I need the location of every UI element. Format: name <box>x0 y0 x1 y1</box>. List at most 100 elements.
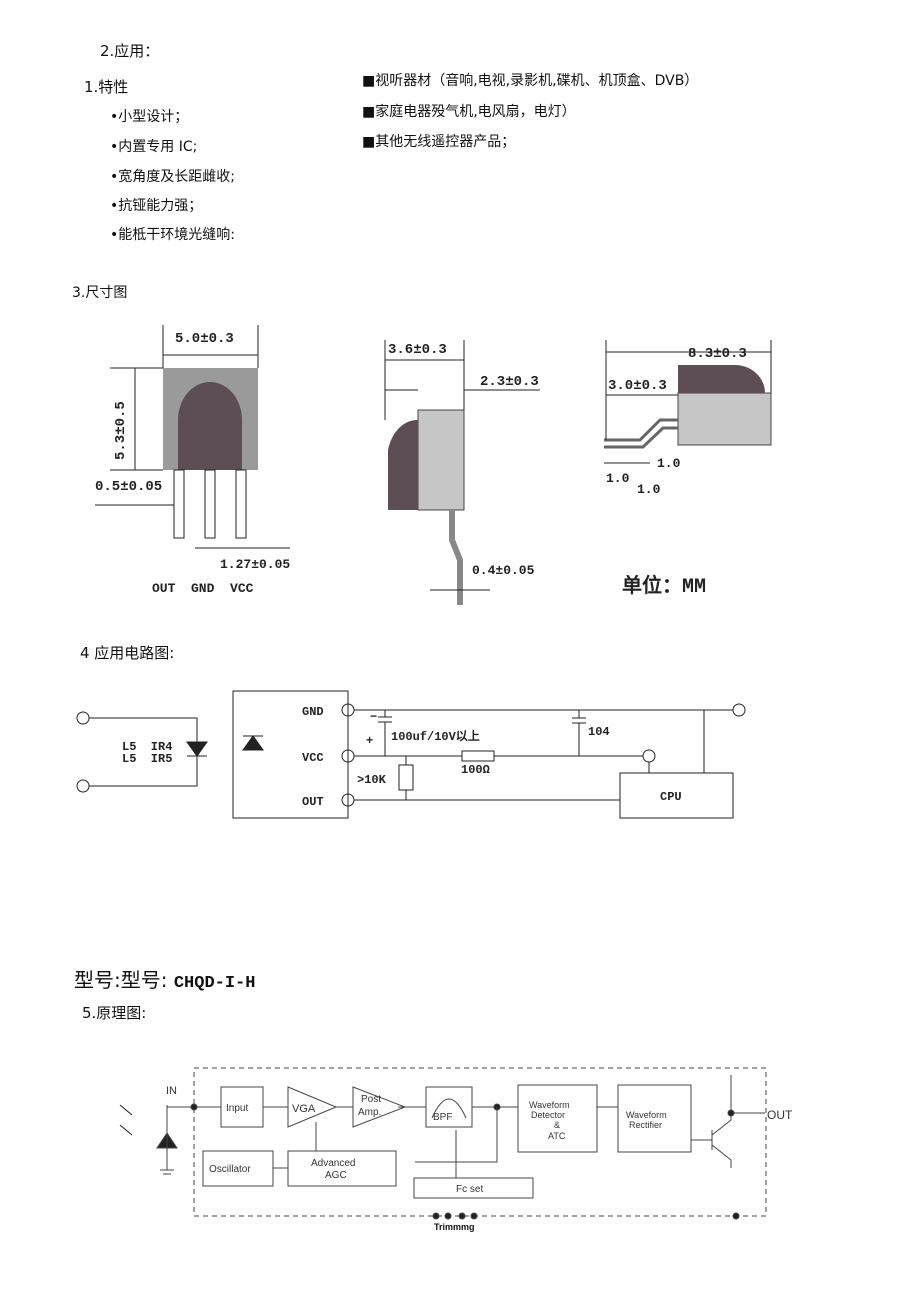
diagram-shape <box>417 409 465 511</box>
post-amp-block-2: Amp. <box>358 1107 381 1118</box>
pin-gnd: GND <box>302 705 324 719</box>
diagram-shape <box>352 1086 407 1128</box>
pin-out: OUT <box>302 795 324 809</box>
rectifier-block-2: Rectifier <box>629 1120 662 1130</box>
diagram-shape <box>431 1098 467 1119</box>
agc-block-2: AGC <box>325 1170 347 1181</box>
dim-side-depth: 3.6±0.3 <box>388 342 447 358</box>
diagram-shape <box>235 469 247 539</box>
diagram-shape <box>190 1103 198 1111</box>
diagram-shape <box>619 772 734 819</box>
oscillator-block: Oscillator <box>209 1164 251 1175</box>
vga-block: VGA <box>292 1103 316 1115</box>
cpu-label: CPU <box>660 790 682 804</box>
diagram-shape <box>388 419 418 510</box>
pin-labels: OUT GND VCC <box>152 581 254 596</box>
led-label-1: L5 IR4 <box>122 740 172 754</box>
front-lens <box>178 382 242 470</box>
led-label-2: L5 IR5 <box>122 752 172 766</box>
input-block: Input <box>226 1103 248 1114</box>
detector-block-4: ATC <box>548 1131 566 1141</box>
diagram-shape <box>617 1084 692 1153</box>
model-line: 型号:型号: CHQD-I-H <box>74 964 255 993</box>
application-item: ■家庭电器殁气机,电风扇，电灯） <box>362 104 576 120</box>
application-circuit: L5 IR4 L5 IR5 GND VCC OUT − + 100uf/10V以… <box>76 690 746 819</box>
features-heading: 1.特性 <box>84 78 129 96</box>
feature-item: •内置专用 IC; <box>110 139 198 155</box>
diagram-shape <box>470 1212 478 1220</box>
diagram-shape <box>432 1212 440 1220</box>
diagram-shape <box>727 1109 735 1117</box>
diagram-shape <box>119 1104 133 1136</box>
pullup-label: >10K <box>357 773 387 787</box>
model-value: CHQD-I-H <box>173 974 256 993</box>
application-item: ■视听器材（音响,电视,录影机,碟机、机顶盒、DVB） <box>362 73 699 89</box>
diagram-shape <box>204 469 216 539</box>
diagram-shape <box>732 1212 740 1220</box>
diagram-shape <box>444 1212 452 1220</box>
application-heading: 2.应用： <box>100 42 160 60</box>
feature-item: •小型设计； <box>110 109 189 125</box>
application-item: ■其他无线遥控器产品； <box>362 134 516 150</box>
circuit-heading: 4 应用电路图: <box>80 644 175 662</box>
fc-set-block: Fc set <box>456 1184 483 1195</box>
bpf-block: BPF <box>433 1112 452 1123</box>
diagram-shape <box>273 1107 498 1178</box>
cap2-label: 104 <box>588 725 610 739</box>
diagram-shape <box>461 750 495 762</box>
dim-top-d2: 1.0 <box>657 456 681 471</box>
rectifier-block: Waveform <box>626 1110 667 1120</box>
dim-pitch: 1.27±0.05 <box>220 557 290 572</box>
model-label: 型号:型号: <box>74 968 168 992</box>
cap-plus: + <box>366 734 373 748</box>
diagram-shape <box>648 710 705 773</box>
dim-front-width: 5.0±0.3 <box>175 331 234 347</box>
detector-block: Waveform <box>529 1100 570 1110</box>
diagram-shape <box>691 1075 765 1168</box>
diagram-shape <box>242 735 264 751</box>
out-label: OUT <box>767 1108 793 1122</box>
diagram-shape <box>173 469 185 539</box>
dim-top-body: 3.0±0.3 <box>608 378 667 394</box>
detector-block-3: & <box>554 1120 560 1130</box>
diagram-shape <box>449 510 463 605</box>
agc-block: Advanced <box>311 1158 355 1169</box>
diagram-shape <box>572 710 586 756</box>
cap-label: 100uf/10V以上 <box>391 728 480 744</box>
diagram-shape <box>732 703 746 717</box>
dim-front-height: 5.3±0.5 <box>113 401 129 460</box>
unit-label: 单位：MM <box>622 573 706 599</box>
dim-top-length: 8.3±0.3 <box>688 346 747 362</box>
detector-block-2: Detector <box>531 1110 565 1120</box>
feature-item: •抗铔能力强； <box>110 198 203 214</box>
diagram-shape <box>517 1084 598 1153</box>
diagram-shape <box>425 1086 473 1128</box>
trimming-label: Trimmmg <box>434 1222 475 1232</box>
diagram-shape <box>677 392 772 446</box>
diagram-shape <box>458 1212 466 1220</box>
dim-pin-thickness: 0.4±0.05 <box>472 563 535 578</box>
diagram-shape <box>160 1105 174 1175</box>
diagram-shape <box>398 764 414 791</box>
principle-heading: 5.原理图: <box>82 1004 147 1022</box>
diagram-shape <box>220 1086 264 1128</box>
post-amp-block: Post <box>361 1094 381 1105</box>
dim-top-d3: 1.0 <box>637 482 661 497</box>
diagram-shape <box>186 741 208 757</box>
dimension-drawings: 5.0±0.3 5.3±0.5 0.5±0.05 1.27±0.05 OUT G… <box>95 325 772 605</box>
cap-minus: − <box>370 710 377 724</box>
feature-item: •能柢干环境光缝响: <box>110 227 235 243</box>
diagram-shape <box>287 1086 338 1128</box>
diagram-shape <box>378 710 392 756</box>
feature-item: •宽角度及长距雌收; <box>110 169 235 185</box>
diagram-shape <box>232 690 349 819</box>
dim-pin-width: 0.5±0.05 <box>95 479 162 495</box>
dim-side-lens: 2.3±0.3 <box>480 374 539 390</box>
diagram-shape <box>678 365 765 393</box>
diagram-shape <box>604 418 678 449</box>
res-label: 100Ω <box>461 763 490 777</box>
in-label: IN <box>166 1085 177 1097</box>
diagram-shape <box>413 1177 534 1199</box>
